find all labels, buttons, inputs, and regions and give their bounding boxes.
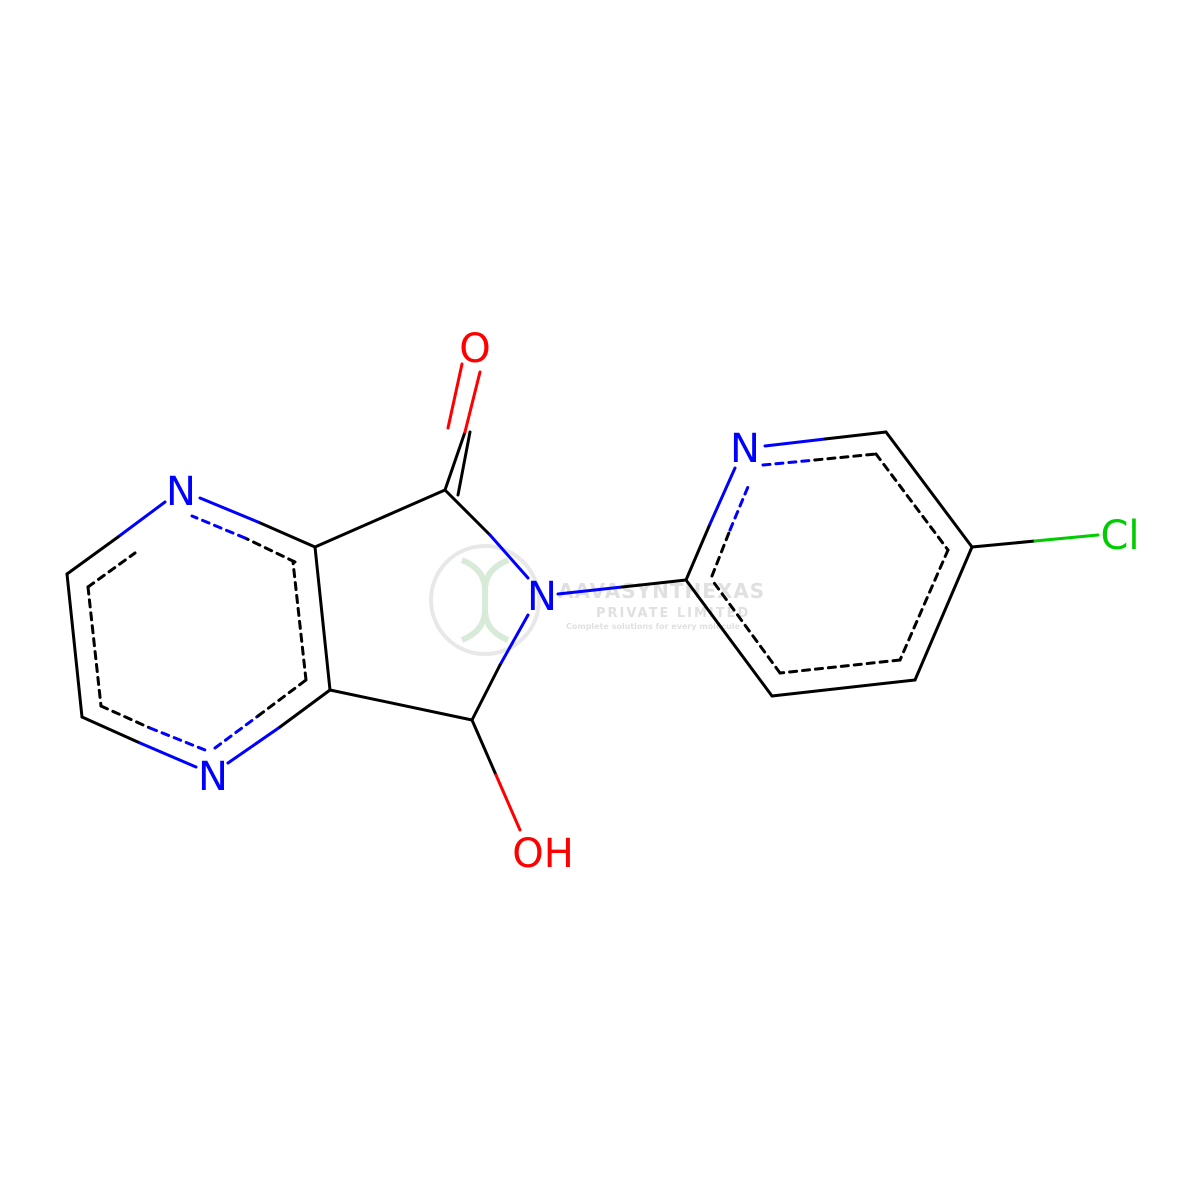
atom-label-hydroxyl: OH	[512, 831, 574, 877]
bond-n6-pyridyl-blue	[556, 585, 624, 596]
atom-label-carbonyl-oxygen: O	[459, 326, 490, 372]
bond-c7a-n1-dash-blue	[190, 514, 247, 540]
bond-n4-c4a-blue	[226, 725, 282, 765]
bond-c3-n4-black	[80, 715, 142, 745]
bond-c4a-c7a	[313, 545, 332, 692]
bond-c7-n6-blue	[488, 533, 530, 580]
bond-n6-c5-black	[470, 663, 502, 722]
bond-c2p-n1p-dash-black	[710, 528, 732, 578]
bond-c3p-c2p-inner	[710, 578, 782, 675]
bond-c6p-c5p	[884, 430, 974, 549]
bond-c3p-c2p	[684, 578, 774, 698]
bond-c3-n4-dash-blue	[148, 726, 207, 752]
bond-n1p-c6p-black	[823, 430, 888, 441]
bond-c5-oh-red	[494, 773, 522, 832]
atom-label-pyrazine-n-bottom: N	[198, 754, 228, 800]
bond-carbonyl-c	[443, 430, 467, 492]
atom-label-lactam-n: N	[527, 574, 557, 620]
bond-c2-c3	[65, 572, 84, 719]
bond-c4a-c7a-inner	[291, 560, 308, 682]
bond-c2p-n1p-blue	[708, 466, 737, 526]
bond-c7a-n1-dash-black	[243, 536, 297, 564]
bond-n1p-c6p-dash-blue	[761, 458, 817, 467]
bonds	[65, 362, 1100, 832]
bond-c3-n4-blue	[138, 741, 198, 769]
atom-label-pyridine-n: N	[730, 426, 760, 472]
bond-n4-c4a-black	[278, 688, 332, 729]
bond-c7a-c7	[313, 488, 447, 549]
bond-c5-oh-black	[470, 718, 498, 777]
bond-carbonyl-o-2	[446, 362, 464, 430]
bond-c5-c4a	[328, 688, 474, 722]
bond-carbonyl-o	[463, 370, 482, 434]
bond-n4-c4a-dash-blue	[213, 714, 260, 750]
atom-label-chlorine: Cl	[1100, 513, 1139, 559]
bond-c2-n1-inner	[86, 551, 137, 589]
bond-c6p-c5p-inner	[874, 452, 950, 552]
watermark: AAVASYNTHEXAS PRIVATE LIMITED Complete s…	[429, 544, 764, 656]
bond-c5p-cl-green	[1033, 533, 1100, 543]
watermark-subtitle: PRIVATE LIMITED	[596, 606, 750, 621]
bond-c3-n4-dash-black	[99, 704, 152, 730]
atom-label-pyrazine-n-top: N	[166, 469, 196, 515]
bond-n1-c2-black	[65, 535, 120, 576]
bond-c2p-n1p-dash-blue	[728, 480, 752, 532]
bond-carbonyl-c-2	[456, 430, 472, 497]
bond-n6-pyridyl-black	[620, 578, 688, 589]
bond-n1p-c6p-dash-black	[813, 452, 878, 462]
bond-c4p-c3p-inner	[778, 658, 902, 675]
bond-c2-c3-inner	[86, 585, 103, 708]
bond-n6-c5-blue	[498, 613, 530, 667]
bond-c5p-c4p-inner	[898, 548, 950, 662]
atom-labels: O N N N OH N Cl	[166, 326, 1139, 877]
bond-c5p-c4p	[913, 545, 974, 682]
bond-c7a-n1-black	[256, 520, 317, 549]
watermark-tagline: Complete solutions for every molecule	[566, 622, 741, 631]
bond-c4p-c3p	[770, 678, 917, 698]
bond-n1p-c6p-blue	[763, 437, 827, 448]
bond-c7a-n1-blue	[198, 496, 260, 524]
watermark-logo-circle	[429, 544, 541, 656]
bond-n1-c2-blue	[116, 500, 167, 539]
bond-c5p-cl-black	[970, 539, 1037, 549]
bond-c7-n6-black	[443, 488, 492, 537]
bond-n4-c4a-dash-black	[256, 678, 308, 718]
watermark-dna-icon	[460, 557, 510, 643]
bond-c2p-n1p-black	[684, 522, 712, 582]
